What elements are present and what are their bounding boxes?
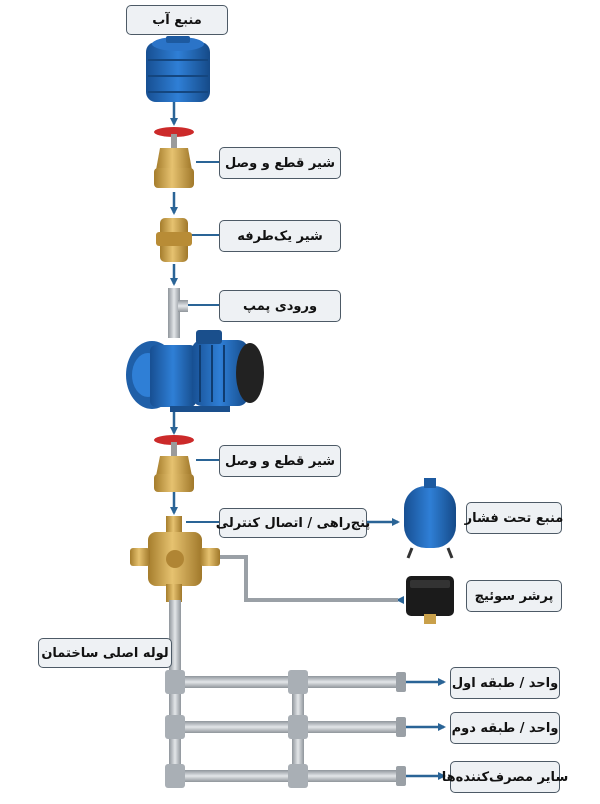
label-main-pipe: لوله اصلی ساختمان [38, 638, 172, 668]
label-five-way: پنج‌راهی / اتصال کنترلی [216, 508, 370, 538]
label-pressure-switch: پرشر سوئیچ [466, 580, 562, 612]
water-tank-icon [146, 36, 210, 102]
label-check-valve: شیر یک‌طرفه [219, 220, 341, 252]
check-valve-icon [156, 218, 192, 262]
label-shutoff-valve-bottom: شیر قطع و وصل [219, 445, 341, 477]
label-water-source: منبع آب [126, 5, 228, 35]
gate-valve-icon [154, 127, 194, 188]
pump-icon [126, 330, 264, 412]
pump-inlet-pipe [168, 288, 188, 338]
label-unit-floor-1: واحد / طبقه اول [450, 667, 560, 699]
label-pump-inlet: ورودی پمپ [219, 290, 341, 322]
label-shutoff-valve-top: شیر قطع و وصل [219, 147, 341, 179]
pressure-tank-icon [404, 478, 456, 559]
building-pipe-network [165, 600, 406, 788]
label-other-consumers: سایر مصرف‌کننده‌ها [442, 761, 568, 793]
label-pressure-tank: منبع تحت فشار [465, 502, 563, 534]
five-way-fitting-icon [130, 516, 220, 602]
label-unit-floor-2: واحد / طبقه دوم [450, 712, 560, 744]
pressure-switch-icon [406, 576, 454, 624]
gate-valve-icon [154, 435, 194, 492]
